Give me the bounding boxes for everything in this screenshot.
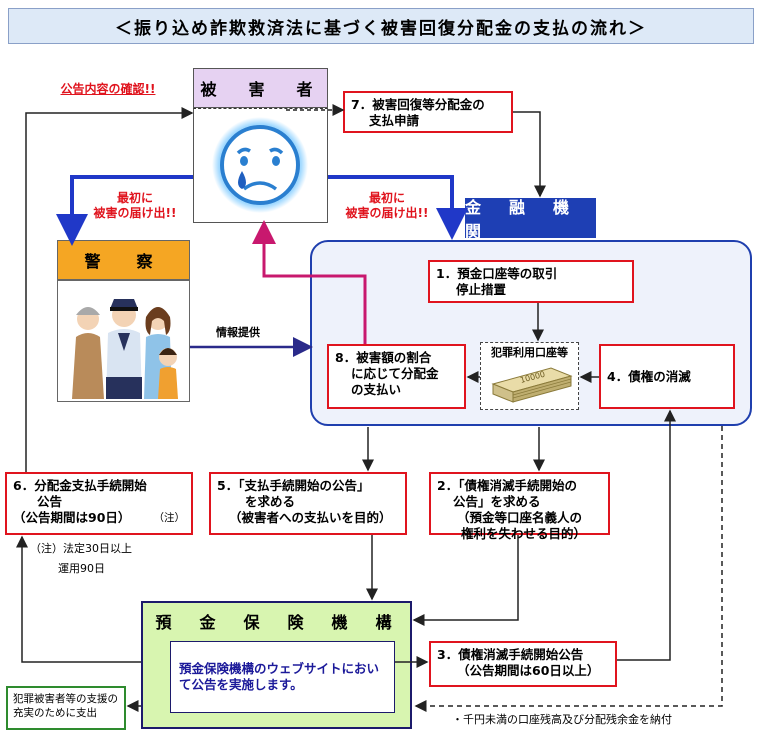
step-5-box: 5．「支払手続開始の公告」 を求める （被害者への支払いを目的） [209, 472, 407, 535]
step-3-box: 3．債権消滅手続開始公告 （公告期間は60日以上） [429, 641, 617, 687]
step-2-line-2: 公告」を求める [453, 494, 541, 509]
report-first-left-line-1: 最初に [116, 191, 153, 205]
step-6-box: 6．分配金支払手続開始 公告 （公告期間は90日） （注） [5, 472, 193, 535]
criminal-account-area: 犯罪利用口座等 10000 [480, 342, 579, 410]
report-first-right-line-1: 最初に [368, 191, 405, 205]
criminal-account-label: 犯罪利用口座等 [491, 346, 568, 359]
step-5-line-3: （被害者への支払いを目的） [229, 510, 392, 525]
police-family-illustration [57, 280, 190, 402]
step-7-line-1: 7．被害回復等分配金の [351, 97, 485, 112]
step-2-line-1: 2．「債権消滅手続開始の [437, 478, 577, 493]
step-4-label: 4．債権の消滅 [607, 368, 691, 384]
step-4-box: 4．債権の消滅 [599, 344, 735, 409]
support-box-line-1: 犯罪被害者等の支援の [13, 693, 118, 705]
victim-label: 被 害 者 [193, 68, 328, 108]
step-5-line-1: 5．「支払手続開始の公告」 [217, 478, 370, 493]
step-2-line-3: （預金等口座名義人の [457, 510, 583, 525]
step-6-line-1: 6．分配金支払手続開始 [13, 478, 147, 493]
step-2-box: 2．「債権消滅手続開始の 公告」を求める （預金等口座名義人の 権利を失わせる目… [429, 472, 610, 541]
report-first-left-line-2: 被害の届け出!! [93, 206, 177, 220]
info-provision-label: 情報提供 [216, 326, 260, 339]
banknote-stack-icon: 10000 [491, 367, 573, 403]
report-first-note-left: 最初に 被害の届け出!! [80, 191, 190, 221]
page-title: ＜振り込め詐欺救済法に基づく被害回復分配金の支払の流れ＞ [8, 8, 754, 44]
police-label: 警 察 [57, 240, 190, 280]
step-3-line-1: 3．債権消滅手続開始公告 [437, 647, 584, 662]
step-6-line-2: 公告 [37, 494, 63, 509]
dic-description: 預金保険機構のウェブサイトにおいて公告を実施します。 [170, 641, 395, 713]
support-box-line-2: 充実のために支出 [13, 707, 97, 719]
step-1-line-2: 停止措置 [456, 282, 507, 297]
step-8-line-1: 8．被害額の割合 [335, 350, 432, 365]
dic-label: 預 金 保 険 機 構 [155, 613, 398, 632]
remittance-note: ・千円未満の口座残高及び分配残余金を納付 [452, 713, 672, 726]
step-8-line-3: の支払い [351, 382, 402, 397]
step-6-note: （注） [153, 512, 186, 524]
bank-label: 金 融 機 関 [465, 198, 598, 241]
report-first-note-right: 最初に 被害の届け出!! [332, 191, 442, 221]
footnote-legal: （注）法定30日以上 [30, 542, 132, 555]
step-8-box: 8．被害額の割合 に応じて分配金 の支払い [327, 344, 466, 409]
step-2-line-4: 権利を失わせる目的） [461, 526, 587, 541]
footnote-operation: 運用90日 [58, 562, 105, 575]
crying-face-icon [193, 108, 328, 223]
support-box: 犯罪被害者等の支援の 充実のために支出 [6, 686, 126, 730]
step-6-line-3: （公告期間は90日） [13, 510, 131, 525]
step-1-box: 1．預金口座等の取引 停止措置 [428, 260, 634, 303]
step-7-line-2: 支払申請 [369, 113, 420, 128]
step-1-line-1: 1．預金口座等の取引 [436, 266, 558, 281]
step-7-box: 7．被害回復等分配金の 支払申請 [343, 91, 513, 133]
step-5-line-2: を求める [245, 494, 296, 509]
report-first-right-line-2: 被害の届け出!! [345, 206, 429, 220]
step-8-line-2: に応じて分配金 [351, 366, 439, 381]
step-3-line-2: （公告期間は60日以上） [457, 663, 600, 678]
check-announcement-note: 公告内容の確認!! [60, 82, 156, 96]
